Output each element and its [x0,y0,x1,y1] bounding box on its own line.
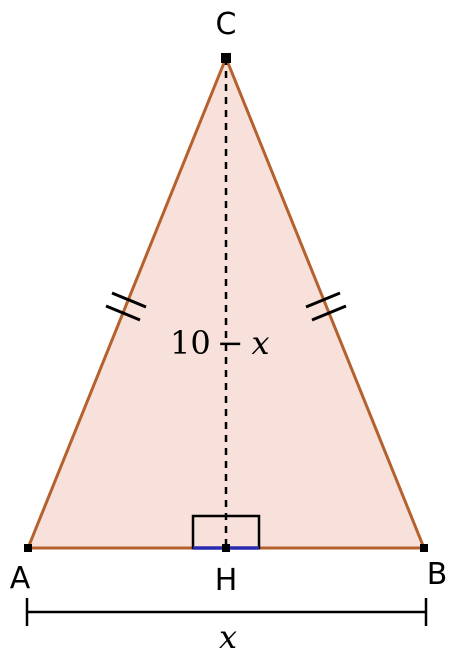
height-label-operator: − [217,324,244,362]
label-a: A [10,561,31,596]
side-ac [26,57,228,549]
tick-marks-bc [305,291,347,322]
label-b: B [427,557,448,592]
label-h: H [215,563,238,598]
height-label: 10 − x [170,324,270,362]
label-c: C [216,7,237,42]
height-label-variable: x [252,324,270,362]
triangle-abc [28,58,424,548]
point-b [420,544,428,552]
base-dimension-line [25,598,428,626]
point-c [221,53,231,63]
height-label-number: 10 [170,324,211,362]
point-h [222,544,230,552]
point-a [24,544,32,552]
base-label: x [219,618,237,656]
tick-marks-ac [105,291,147,322]
side-bc [224,57,426,549]
